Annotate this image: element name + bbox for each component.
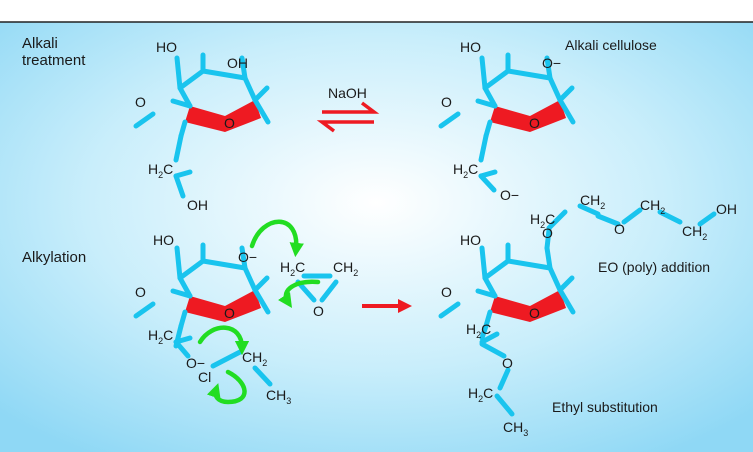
atom-h2c: H2C (148, 161, 173, 180)
atom-o-minus: O− (542, 55, 561, 71)
atom-ring-o: O (529, 305, 540, 321)
atom-o: O (441, 94, 452, 110)
section-label-treatment: treatment (22, 52, 86, 69)
caption-ethyl-substitution: Ethyl substitution (552, 399, 658, 415)
atom-ring-o: O (224, 305, 235, 321)
atom-ether-o: O (542, 225, 553, 241)
atom-ho: HO (153, 232, 174, 248)
atom-ring-o: O (529, 115, 540, 131)
atom-h2c: H2C (280, 259, 305, 278)
atom-cl: Cl (198, 369, 211, 385)
background-panel (0, 22, 753, 452)
reaction-arrow (362, 299, 412, 313)
arrow-oxide-attack (249, 219, 304, 258)
equilibrium-arrow (316, 101, 380, 133)
electron-flow-arrows (197, 219, 321, 405)
atom-ch3: CH3 (266, 387, 291, 406)
atom-o-minus: O− (238, 249, 257, 265)
section-label-alkali: Alkali (22, 35, 58, 52)
atom-oh: OH (716, 201, 737, 217)
atom-ring-o: O (224, 115, 235, 131)
atom-o-minus-lower: O− (186, 355, 205, 371)
caption-eo-addition: EO (poly) addition (598, 259, 710, 275)
atom-ch3: CH3 (503, 419, 528, 438)
product-molecule: HO O O O H2C CH2 O CH2 CH2 OH H2C O H2C … (441, 192, 737, 438)
atom-oh: OH (227, 55, 248, 71)
arrow-chloride-attack (197, 325, 250, 356)
atom-h2c: H2C (468, 385, 493, 404)
atom-h2c: H2C (466, 321, 491, 340)
atom-o-minus-lower: O− (500, 187, 519, 203)
arrow-chloride-leave (206, 369, 247, 405)
section-label-alkylation: Alkylation (22, 249, 86, 266)
atom-oh-lower: OH (187, 197, 208, 213)
atom-ch2: CH2 (580, 192, 605, 211)
atom-h2c: H2C (148, 327, 173, 346)
atom-ho: HO (156, 39, 177, 55)
atom-ch2: CH2 (682, 223, 707, 242)
atom-ho: HO (460, 39, 481, 55)
arrow-epoxide-open (278, 279, 321, 308)
atom-ho: HO (460, 232, 481, 248)
alkylation-reactant-molecule: HO O− O O H2C O− (135, 232, 268, 371)
atom-o: O (135, 284, 146, 300)
atom-ethoxy-o: O (502, 355, 513, 371)
atom-ch2: CH2 (640, 197, 665, 216)
cellulose-molecule: HO OH O O H2C OH (135, 39, 268, 213)
atom-h2c: H2C (530, 211, 555, 230)
alkali-cellulose-molecule: HO O− O O H2C O− (441, 39, 573, 203)
atom-epoxide-o: O (313, 303, 324, 319)
caption-alkali-cellulose: Alkali cellulose (565, 37, 657, 53)
atom-o: O (135, 94, 146, 110)
atom-o: O (441, 284, 452, 300)
reagent-naoh: NaOH (328, 85, 367, 101)
atom-ch2: CH2 (333, 259, 358, 278)
atom-chain-o: O (614, 221, 625, 237)
atom-h2c: H2C (453, 161, 478, 180)
